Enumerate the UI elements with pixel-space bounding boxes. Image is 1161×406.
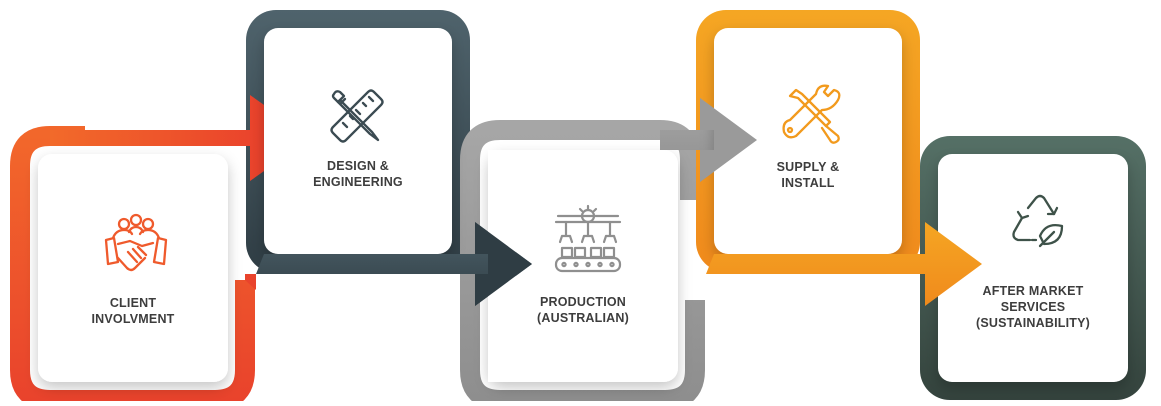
arrow-supply-to-aftermarket xyxy=(706,222,982,306)
step-production-label: PRODUCTION (AUSTRALIAN) xyxy=(537,295,629,325)
arrow-client-to-design xyxy=(50,95,311,181)
step-client-label: CLIENT INVOLVMENT xyxy=(91,296,175,326)
recycle-leaf-icon xyxy=(1012,194,1064,248)
step-design-label: DESIGN & ENGINEERING xyxy=(313,159,403,189)
step-aftermarket-frame xyxy=(920,136,1146,400)
pencil-ruler-icon xyxy=(330,89,384,143)
wrench-screwdriver-icon xyxy=(782,84,841,144)
step-supply-label: SUPPLY & INSTALL xyxy=(776,160,840,190)
step-aftermarket-label: AFTER MARKET SERVICES (SUSTAINABILITY) xyxy=(975,284,1091,330)
arrow-design-to-production xyxy=(256,222,532,306)
handshake-team-icon xyxy=(104,213,168,272)
step-client-frame xyxy=(10,126,255,406)
arrow-production-to-supply xyxy=(660,98,757,182)
assembly-line-icon xyxy=(554,204,622,273)
